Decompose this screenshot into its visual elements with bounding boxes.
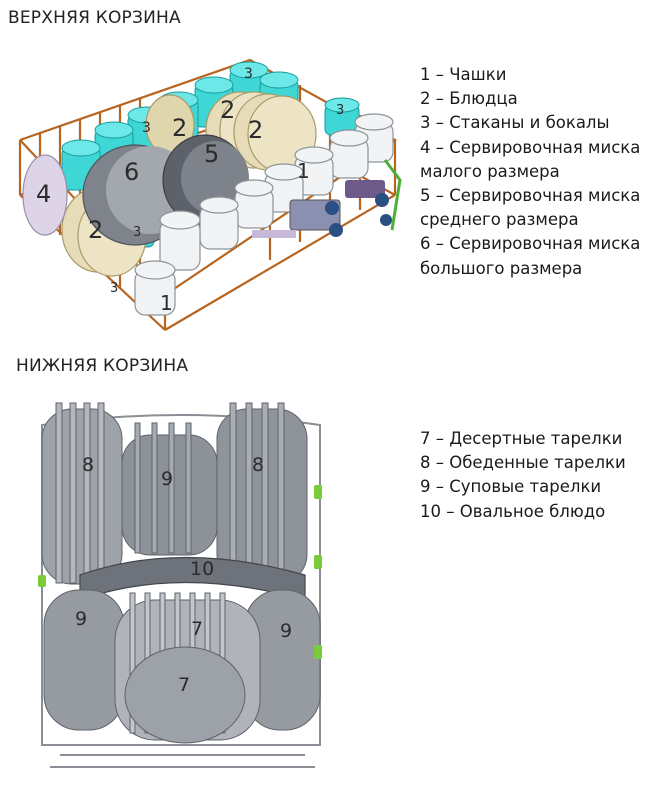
lower-basket-illustration: 8 9 8 10 9 7 9 7 — [38, 402, 322, 768]
legend-item: 2 – Блюдца — [420, 89, 518, 109]
legend-item: 9 – Суповые тарелки — [420, 477, 602, 497]
label-soup-plates: 9 — [161, 468, 173, 490]
label-glasses: 3 — [244, 66, 253, 82]
label-glasses: 3 — [110, 281, 118, 296]
label-bowl-small: 4 — [36, 180, 51, 208]
label-glasses: 3 — [133, 225, 141, 240]
label-dessert-plates: 7 — [178, 674, 190, 696]
label-glasses: 3 — [142, 120, 151, 136]
label-soup-plates: 9 — [280, 620, 292, 642]
legend-item: 7 – Десертные тарелки — [420, 429, 623, 448]
lower-basket-legend: 7 – Десертные тарелки 8 – Обеденные таре… — [420, 427, 668, 524]
legend-item: 5 – Сервировочная миска — [420, 186, 641, 206]
legend-item: 3 – Стаканы и бокалы — [420, 113, 610, 133]
legend-item: 10 – Овальное блюдо — [420, 501, 606, 521]
label-bowl-large: 6 — [124, 158, 139, 186]
legend-item: большого размера — [420, 258, 583, 278]
cups-group — [134, 113, 394, 316]
label-saucers: 2 — [220, 96, 235, 124]
legend-item: 1 – Чашки — [420, 65, 507, 84]
label-cups: 1 — [297, 159, 310, 183]
label-saucers: 2 — [88, 216, 103, 244]
label-bowl-medium: 5 — [204, 140, 219, 168]
label-glasses: 3 — [336, 103, 344, 118]
label-dessert-plates: 7 — [191, 618, 203, 640]
label-dinner-plates: 8 — [252, 454, 264, 476]
label-oval-dish: 10 — [190, 558, 214, 580]
legend-item: 4 – Сервировочная миска — [420, 137, 641, 157]
legend-item: 8 – Обеденные тарелки — [420, 453, 626, 473]
dinner-plates-right — [216, 402, 308, 585]
legend-item: малого размера — [420, 161, 560, 181]
dessert-plates — [114, 592, 261, 744]
upper-basket-illustration: 3 3 3 3 3 2 2 2 2 5 6 4 1 1 — [18, 58, 402, 331]
label-dinner-plates: 8 — [82, 454, 94, 476]
label-saucers: 2 — [172, 114, 187, 142]
label-cups: 1 — [160, 291, 173, 315]
upper-basket-legend: 1 – Чашки 2 – Блюдца 3 – Стаканы и бокал… — [420, 63, 668, 281]
label-saucers: 2 — [248, 116, 263, 144]
legend-item: среднего размера — [420, 210, 579, 230]
bowl-small — [22, 154, 68, 236]
label-soup-plates: 9 — [75, 608, 87, 630]
rack-clips — [38, 485, 322, 659]
legend-item: 6 – Сервировочная миска — [420, 234, 641, 254]
dinner-plates-left — [41, 402, 123, 585]
lower-basket-title: НИЖНЯЯ КОРЗИНА — [16, 356, 189, 376]
rack-hinge-mechanism — [252, 159, 402, 238]
upper-basket-title: ВЕРХНЯЯ КОРЗИНА — [8, 8, 181, 28]
